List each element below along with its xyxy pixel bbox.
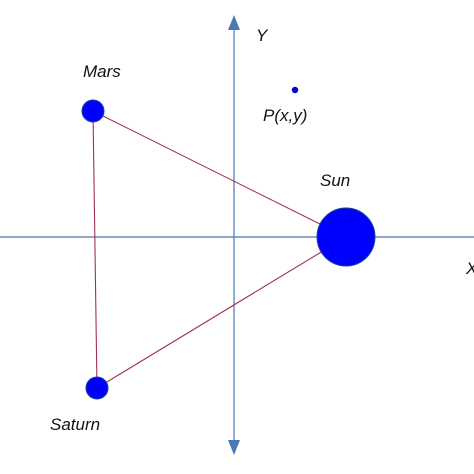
edge-mars-saturn: [92, 110, 98, 389]
y-axis-arrow-bottom: [228, 440, 240, 455]
saturn-body: [85, 376, 109, 400]
edge-mars-sun: [92, 110, 347, 238]
mars-body: [81, 99, 105, 123]
x-axis-label: X: [465, 259, 474, 278]
sun-body: [316, 207, 376, 267]
y-axis-label: Y: [256, 26, 269, 45]
point-p-label: P(x,y): [263, 106, 307, 125]
edge-saturn-sun: [96, 236, 347, 389]
y-axis-arrow-top: [228, 15, 240, 30]
sun-label: Sun: [320, 171, 350, 190]
saturn-label: Saturn: [50, 415, 100, 434]
mars-label: Mars: [83, 62, 121, 81]
point-p: [291, 86, 299, 94]
